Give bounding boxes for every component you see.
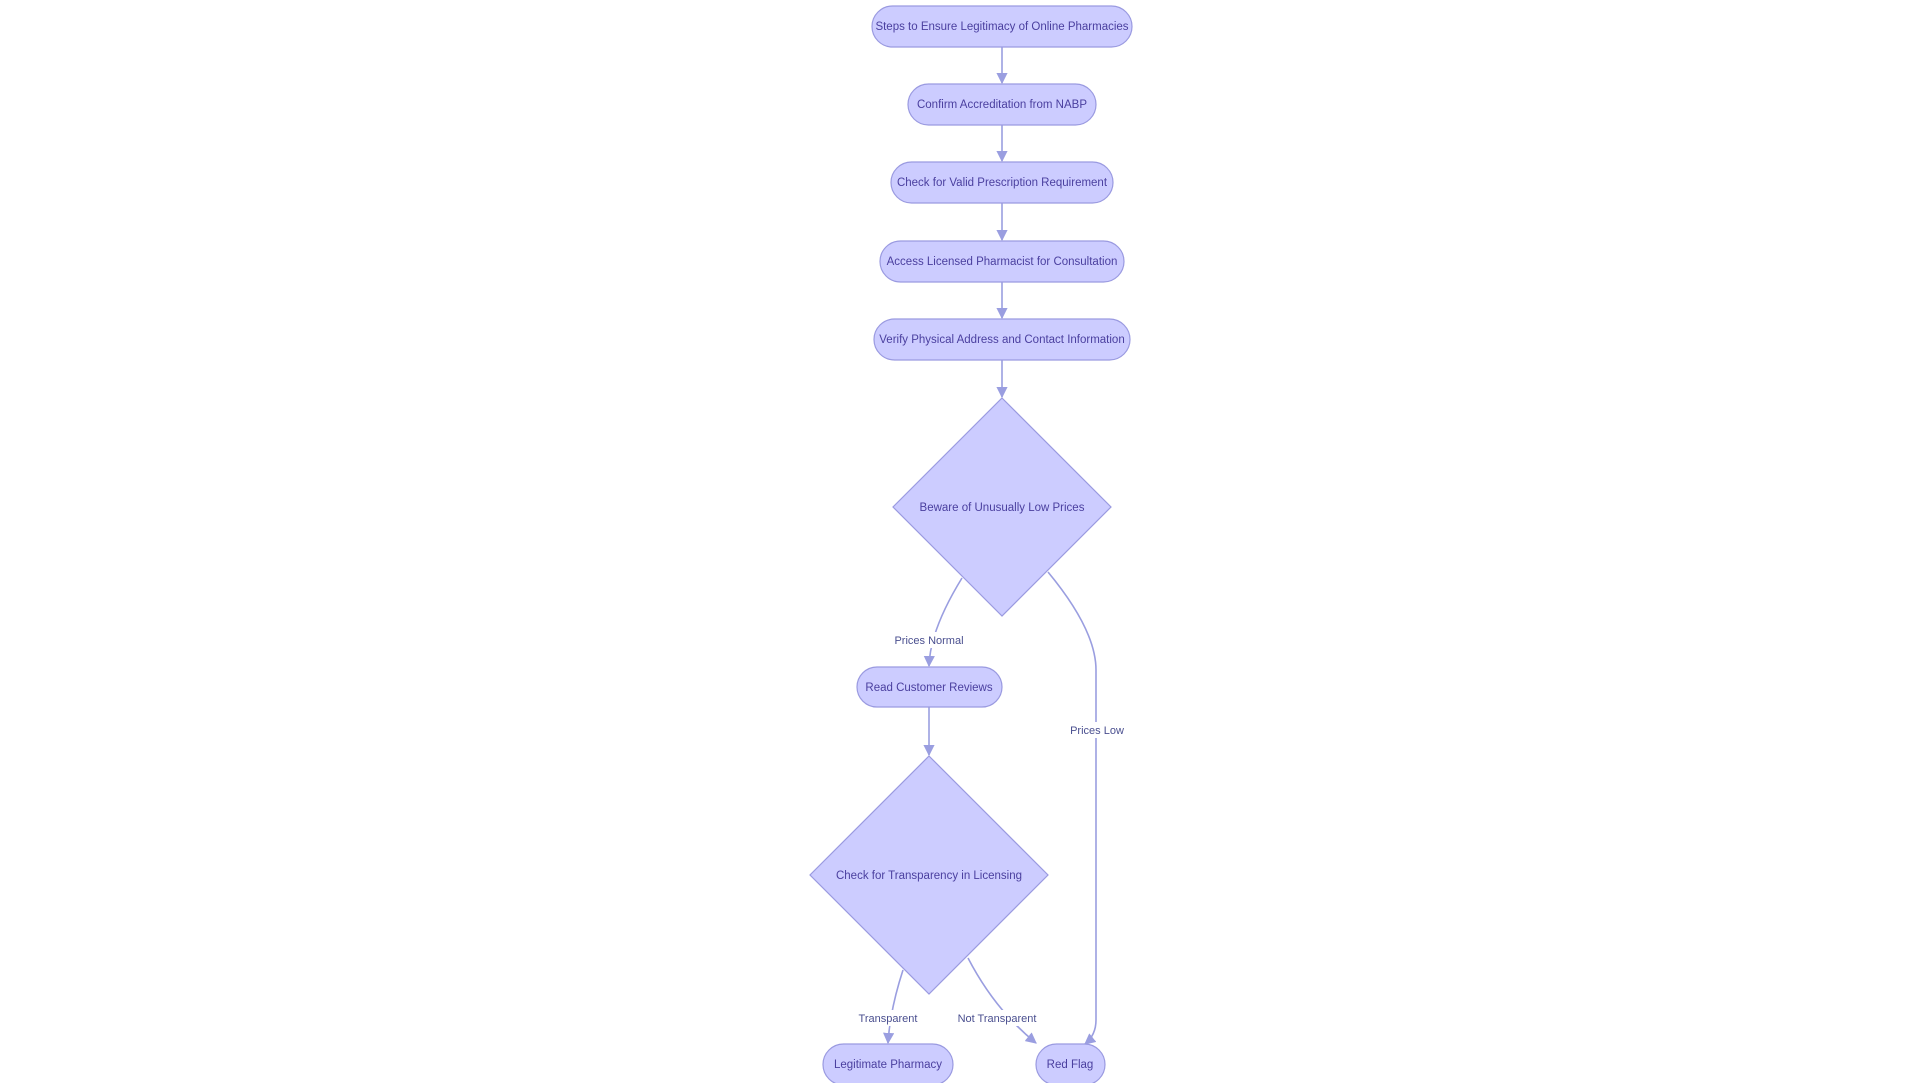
- node-redflag[interactable]: Red Flag: [1035, 1043, 1106, 1083]
- edge-label-prices-normal: Prices Normal: [894, 635, 963, 647]
- edge-label-not-transparent: Not Transparent: [958, 1013, 1037, 1025]
- node-start[interactable]: Steps to Ensure Legitimacy of Online Pha…: [871, 5, 1133, 48]
- edge-prices-to-redflag: [1047, 571, 1097, 1045]
- node-nabp-label: Confirm Accreditation from NABP: [917, 99, 1087, 111]
- node-reviews-label: Read Customer Reviews: [865, 682, 992, 694]
- edge-transparency-to-legitimate: [883, 969, 904, 1045]
- node-prices-label: Beware of Unusually Low Prices: [920, 502, 1085, 514]
- node-transparency-decision[interactable]: Check for Transparency in Licensing: [809, 755, 1049, 995]
- edge-labels: Prices Normal Prices Low Transparent Not…: [858, 632, 1124, 1026]
- node-redflag-label: Red Flag: [1047, 1059, 1094, 1071]
- edge-label-transparent: Transparent: [859, 1013, 918, 1025]
- edge-prices-to-reviews: [923, 577, 963, 668]
- node-prescription-label: Check for Valid Prescription Requirement: [897, 177, 1108, 189]
- node-start-label: Steps to Ensure Legitimacy of Online Pha…: [875, 21, 1128, 33]
- node-transparency-label: Check for Transparency in Licensing: [836, 870, 1022, 882]
- node-prescription[interactable]: Check for Valid Prescription Requirement: [890, 161, 1114, 204]
- node-pharmacist-label: Access Licensed Pharmacist for Consultat…: [887, 256, 1118, 268]
- node-legitimate[interactable]: Legitimate Pharmacy: [822, 1043, 954, 1083]
- node-address[interactable]: Verify Physical Address and Contact Info…: [873, 318, 1131, 361]
- node-pharmacist[interactable]: Access Licensed Pharmacist for Consultat…: [879, 240, 1125, 283]
- node-legitimate-label: Legitimate Pharmacy: [834, 1059, 942, 1071]
- edges: [883, 47, 1097, 1045]
- edge-label-prices-low: Prices Low: [1070, 725, 1124, 737]
- node-prices-decision[interactable]: Beware of Unusually Low Prices: [892, 397, 1112, 617]
- node-address-label: Verify Physical Address and Contact Info…: [879, 334, 1124, 346]
- node-nabp[interactable]: Confirm Accreditation from NABP: [907, 83, 1097, 126]
- node-reviews[interactable]: Read Customer Reviews: [856, 666, 1003, 708]
- edge-transparency-to-redflag: [967, 957, 1037, 1044]
